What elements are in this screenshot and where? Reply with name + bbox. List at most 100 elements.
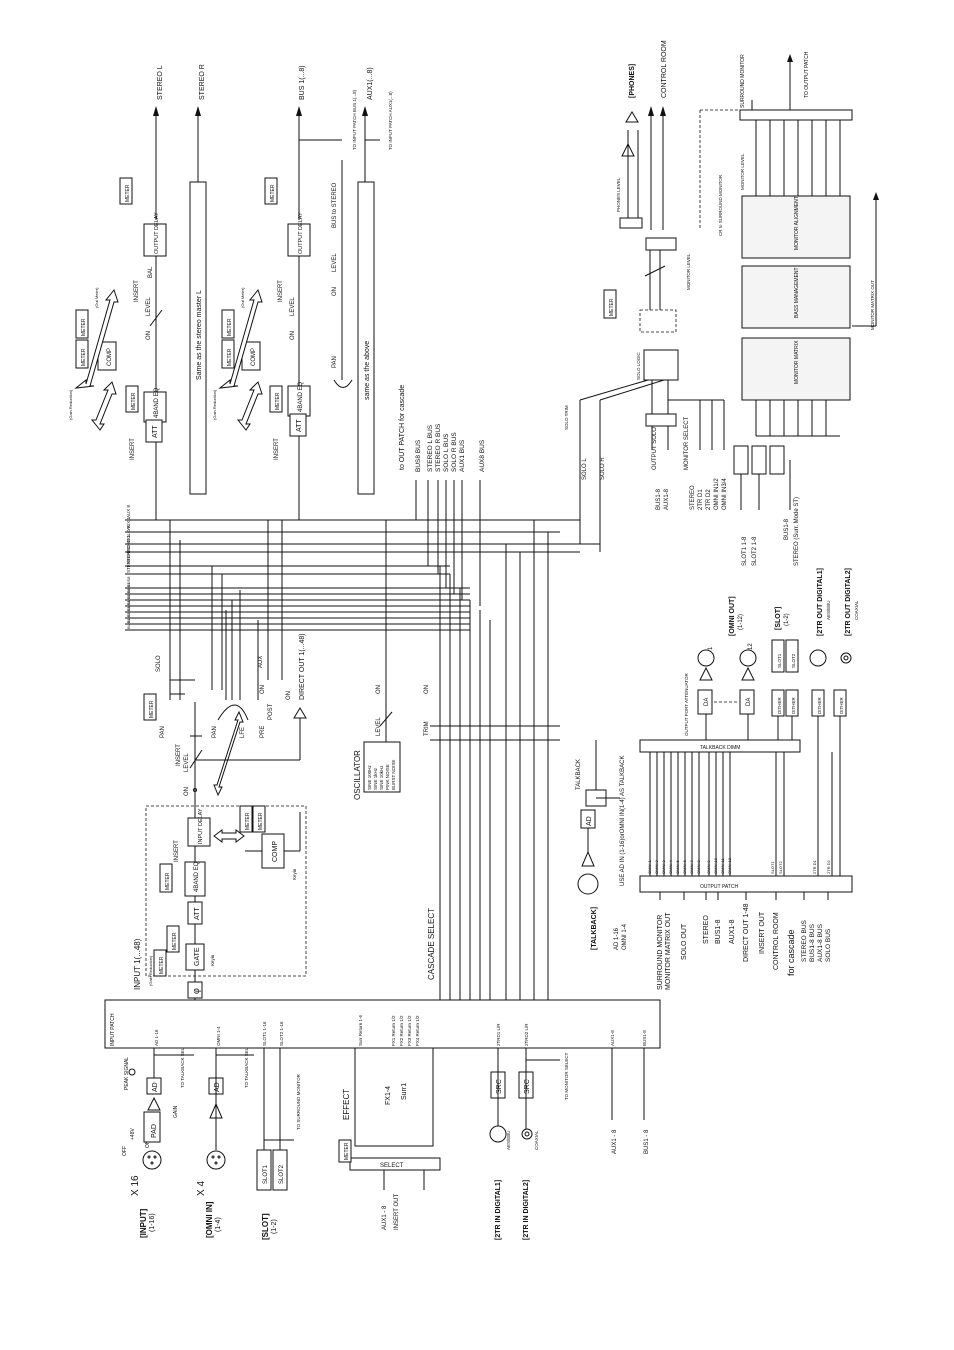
output-att-label: OUTPUT PORT ATTENUATOR bbox=[684, 672, 689, 736]
to-output-patch-label: TO OUTPUT PATCH bbox=[804, 51, 810, 98]
xlr-out-connector bbox=[810, 650, 826, 666]
bus-label: STEREO L bbox=[126, 550, 131, 573]
gate-label: GATE bbox=[194, 947, 201, 966]
insert-label: INSERT bbox=[130, 438, 136, 460]
level-label: LEVEL bbox=[184, 753, 190, 772]
patch-label: AUX1-8 bbox=[610, 1030, 615, 1046]
output-source-label: SOLO OUT bbox=[681, 923, 688, 960]
meter-label: METER bbox=[172, 932, 178, 950]
eq-label: 4BAND EQ bbox=[298, 381, 304, 412]
ad-label: AD bbox=[214, 1082, 221, 1092]
aux-label: AUX bbox=[258, 656, 264, 668]
osc-level-label: LEVEL bbox=[376, 717, 382, 736]
arrow-up-icon bbox=[362, 106, 368, 116]
comp-label: COMP bbox=[107, 348, 113, 366]
da-label: DA bbox=[746, 698, 752, 706]
cascade-bus-label: STEREO R BUS bbox=[435, 423, 442, 472]
meter-label: METER bbox=[609, 298, 615, 316]
xlr-connector bbox=[490, 1126, 506, 1142]
arrow-up-icon bbox=[294, 708, 306, 718]
output-source-label: MONITOR MATRIX OUT bbox=[665, 912, 672, 990]
insert-label: INSERT bbox=[134, 280, 140, 302]
bass-management-label: BASS MANAGEMENT bbox=[794, 267, 800, 318]
arrow-up-icon bbox=[195, 106, 201, 116]
select-label: SELECT bbox=[380, 1163, 404, 1169]
cascade-bus-out: AUX1-8 BUS bbox=[817, 923, 824, 962]
slot-out-box-label: SLOT2 bbox=[791, 653, 796, 668]
patch-label: FX3 Return 1/2 bbox=[407, 1015, 412, 1046]
lfe-label: LFE bbox=[240, 727, 246, 738]
dither-label: DITHER bbox=[791, 697, 796, 715]
solo-logic-box bbox=[644, 350, 678, 380]
meter-label: METER bbox=[81, 318, 87, 336]
insert-label: INSERT bbox=[274, 438, 280, 460]
bus-label: AUX 8 bbox=[126, 504, 131, 518]
cascade-bus-out: SOLO BUS bbox=[825, 928, 832, 962]
bal-label: BAL bbox=[148, 266, 154, 278]
phantom-off: OFF bbox=[122, 1146, 128, 1156]
patch-label: 2TRD1 L/R bbox=[496, 1023, 501, 1046]
input-delay-label: INPUT DELAY bbox=[198, 808, 204, 844]
monitor-select-item: OMNI IN1/2 bbox=[714, 478, 720, 510]
solo-label: SOLO bbox=[156, 655, 162, 672]
digital1-out-sub: AES/EBU bbox=[826, 600, 831, 620]
input-patch: INPUT PATCH AD 1-16 OMNI 1-4 SLOT1 1-16 … bbox=[105, 1000, 660, 1048]
omni-out-first: 1 bbox=[708, 646, 714, 650]
patch-label: 2TRD2 L/R bbox=[524, 1023, 529, 1046]
pan-label: PAN bbox=[212, 726, 218, 738]
osc-mode: SINE 10kHz bbox=[379, 765, 384, 790]
patch-label: BUS1-8 bbox=[642, 1030, 647, 1046]
output-source-label: BUS1-8 bbox=[715, 919, 722, 944]
same-as-above-label: same as the above bbox=[364, 341, 371, 400]
src-label: SRC bbox=[496, 1079, 503, 1094]
monitor-select-item: OMNI IN3/4 bbox=[722, 478, 728, 510]
slot-out-sub: (1-2) bbox=[784, 613, 790, 626]
level-label: LEVEL bbox=[290, 297, 296, 316]
solo-logic-label: SOLO LOGIC bbox=[636, 351, 641, 380]
direct-out-label: DIRECT OUT 1(...48) bbox=[299, 633, 306, 700]
output-source-label: STEREO bbox=[703, 915, 710, 944]
omni-out-last: 12 bbox=[748, 643, 754, 650]
oscillator-title: OSCILLATOR bbox=[353, 750, 362, 800]
patch-label: SLOT1 1-16 bbox=[262, 1021, 267, 1046]
meter-label: METER bbox=[270, 184, 276, 202]
arrow-up-icon bbox=[296, 106, 302, 116]
gain-reduction-label: (Gain Reduction) bbox=[148, 955, 153, 986]
slot-out-label: SLOT2 bbox=[778, 861, 783, 874]
meter-label: METER bbox=[275, 392, 281, 410]
att-label: ATT bbox=[296, 419, 303, 432]
monitor-dimmer-box bbox=[646, 238, 676, 250]
talkback-ad-label: AD bbox=[586, 816, 593, 826]
gain-amp-icon bbox=[148, 1098, 160, 1110]
on-label: ON bbox=[184, 787, 190, 796]
pre-label: PRE bbox=[260, 726, 266, 738]
aux-master-box bbox=[358, 182, 374, 494]
to-monitor-select-label: TO MONITOR SELECT bbox=[564, 1052, 569, 1100]
double-arrow-icon bbox=[92, 382, 116, 430]
coax-out-connector bbox=[841, 653, 851, 663]
digital1-label: [2TR IN DIGITAL1] bbox=[495, 1180, 502, 1240]
omni-in-sub: (1-4) bbox=[215, 1217, 222, 1232]
pad-label: PAD bbox=[151, 1124, 158, 1138]
on-label: ON bbox=[332, 287, 338, 296]
meter-label: METER bbox=[165, 872, 171, 890]
coax-connector bbox=[522, 1129, 532, 1139]
digital1-out-label: [2TR OUT DIGITAL1] bbox=[817, 568, 824, 636]
bus-output: BUS 1(...8) bbox=[299, 65, 306, 100]
output-delay-label: OUTPUT DELAY bbox=[154, 212, 160, 254]
monitor-select-item: AUX1-8 bbox=[664, 488, 670, 510]
digital2-sub: COAXIAL bbox=[534, 1130, 539, 1150]
trim-label: TRIM bbox=[424, 721, 430, 736]
slot-select-label: SLOT2 1-8 bbox=[752, 536, 758, 566]
slot-select-box bbox=[752, 446, 766, 474]
double-arrow-icon bbox=[238, 382, 262, 430]
level-label: LEVEL bbox=[146, 297, 152, 316]
slot-select-box bbox=[734, 446, 748, 474]
on-label: ON bbox=[286, 691, 292, 700]
osc-mode: SINE 1kHz bbox=[373, 767, 378, 790]
xlr-out-connector bbox=[698, 650, 714, 666]
bus-master: BUS 1(...8) AUX1(...8) TO INPUT PATCH BU… bbox=[212, 65, 393, 520]
insert-label: INSERT bbox=[176, 744, 182, 766]
output-source-label: INSERT OUT bbox=[759, 911, 766, 954]
